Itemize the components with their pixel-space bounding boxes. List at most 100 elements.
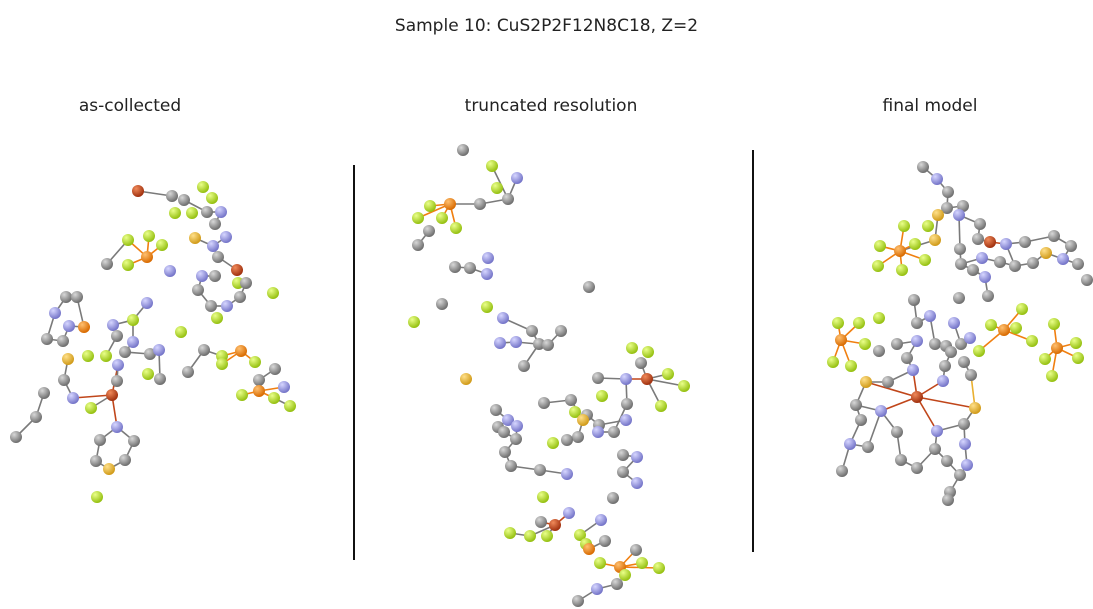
- nitrogen-atom: [112, 359, 124, 371]
- sulfur-atom: [189, 232, 201, 244]
- fluorine-atom: [636, 557, 648, 569]
- carbon-atom: [499, 446, 511, 458]
- fluorine-atom: [524, 530, 536, 542]
- carbon-atom: [954, 243, 966, 255]
- fluorine-atom: [678, 380, 690, 392]
- fluorine-atom: [267, 287, 279, 299]
- nitrogen-atom: [107, 319, 119, 331]
- fluorine-atom: [491, 182, 503, 194]
- nitrogen-atom: [592, 426, 604, 438]
- carbon-atom: [10, 431, 22, 443]
- nitrogen-atom: [1057, 253, 1069, 265]
- carbon-atom: [621, 398, 633, 410]
- carbon-atom: [882, 376, 894, 388]
- phosphorus-atom: [78, 321, 90, 333]
- nitrogen-atom: [111, 421, 123, 433]
- nitrogen-atom: [278, 381, 290, 393]
- carbon-atom: [941, 455, 953, 467]
- nitrogen-atom: [221, 300, 233, 312]
- carbon-atom: [1065, 240, 1077, 252]
- fluorine-atom: [249, 356, 261, 368]
- nitrogen-atom: [964, 332, 976, 344]
- carbon-atom: [955, 338, 967, 350]
- carbon-atom: [423, 225, 435, 237]
- fluorine-atom: [85, 402, 97, 414]
- nitrogen-atom: [875, 405, 887, 417]
- panel-label-as-collected: as-collected: [78, 96, 182, 116]
- panel-divider-left: [353, 165, 355, 560]
- nitrogen-atom: [911, 335, 923, 347]
- nitrogen-atom: [961, 459, 973, 471]
- fluorine-atom: [156, 239, 168, 251]
- carbon-atom: [436, 298, 448, 310]
- carbon-atom: [490, 404, 502, 416]
- carbon-atom: [953, 292, 965, 304]
- carbon-atom: [1019, 236, 1031, 248]
- carbon-atom: [942, 494, 954, 506]
- panel-label-truncated-resolution: truncated resolution: [464, 96, 638, 116]
- nitrogen-atom: [141, 297, 153, 309]
- carbon-atom: [144, 348, 156, 360]
- nitrogen-atom: [207, 240, 219, 252]
- sulfur-atom: [932, 209, 944, 221]
- fluorine-atom: [486, 160, 498, 172]
- carbon-atom: [891, 338, 903, 350]
- copper-atom: [132, 185, 144, 197]
- fluorine-atom: [874, 240, 886, 252]
- fluorine-atom: [197, 181, 209, 193]
- carbon-atom: [526, 325, 538, 337]
- fluorine-atom: [143, 230, 155, 242]
- nitrogen-atom: [164, 265, 176, 277]
- carbon-atom: [611, 578, 623, 590]
- carbon-atom: [1009, 260, 1021, 272]
- copper-atom: [549, 519, 561, 531]
- nitrogen-atom: [510, 336, 522, 348]
- carbon-atom: [608, 426, 620, 438]
- fluorine-atom: [859, 338, 871, 350]
- carbon-atom: [957, 200, 969, 212]
- fluorine-atom: [922, 220, 934, 232]
- fluorine-atom: [122, 259, 134, 271]
- carbon-atom: [617, 449, 629, 461]
- carbon-atom: [954, 469, 966, 481]
- phosphorus-atom: [583, 543, 595, 555]
- carbon-atom: [974, 218, 986, 230]
- carbon-atom: [855, 414, 867, 426]
- fluorine-atom: [898, 220, 910, 232]
- carbon-atom: [911, 317, 923, 329]
- carbon-atom: [474, 198, 486, 210]
- carbon-atom: [119, 454, 131, 466]
- carbon-atom: [94, 434, 106, 446]
- copper-atom: [984, 236, 996, 248]
- nitrogen-atom: [482, 252, 494, 264]
- carbon-atom: [862, 441, 874, 453]
- nitrogen-atom: [937, 375, 949, 387]
- carbon-atom: [502, 193, 514, 205]
- fluorine-atom: [175, 326, 187, 338]
- sulfur-atom: [62, 353, 74, 365]
- fluorine-atom: [408, 316, 420, 328]
- carbon-atom: [583, 281, 595, 293]
- carbon-atom: [166, 190, 178, 202]
- sulfur-atom: [860, 376, 872, 388]
- carbon-atom: [498, 426, 510, 438]
- nitrogen-atom: [959, 438, 971, 450]
- nitrogen-atom: [215, 206, 227, 218]
- fluorine-atom: [216, 358, 228, 370]
- nitrogen-atom: [844, 438, 856, 450]
- nitrogen-atom: [631, 451, 643, 463]
- fluorine-atom: [412, 212, 424, 224]
- fluorine-atom: [655, 400, 667, 412]
- copper-atom: [911, 391, 923, 403]
- nitrogen-atom: [620, 414, 632, 426]
- carbon-atom: [607, 492, 619, 504]
- fluorine-atom: [1010, 322, 1022, 334]
- bond: [865, 381, 918, 398]
- nitrogen-atom: [220, 231, 232, 243]
- carbon-atom: [201, 206, 213, 218]
- nitrogen-atom: [494, 337, 506, 349]
- carbon-atom: [464, 262, 476, 274]
- carbon-atom: [1048, 230, 1060, 242]
- carbon-atom: [972, 233, 984, 245]
- carbon-atom: [901, 352, 913, 364]
